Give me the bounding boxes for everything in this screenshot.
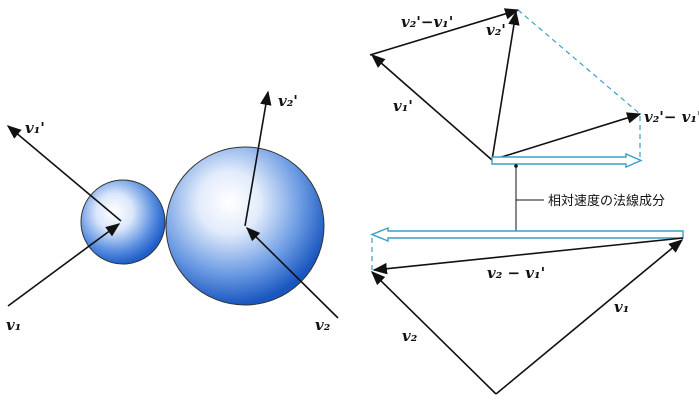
label-bottom-diff: v₂ − v₁' [487, 264, 545, 282]
bottom-diff-arrow [372, 237, 684, 275]
label-v1-prime-top: v₁' [393, 97, 413, 115]
v2-prime-top-arrow [491, 10, 520, 161]
label-v2-bottom: v₂ [402, 327, 418, 345]
annotation-label: 相対速度の法線成分 [548, 193, 665, 209]
label-v1-left: v₁ [6, 316, 21, 334]
v2-bottom-arrow [370, 270, 497, 395]
annotation-bracket [514, 164, 544, 236]
normal-component-arrow-bottom [370, 226, 684, 243]
v1-left-arrow [7, 223, 121, 307]
dashed-guide-top [517, 9, 641, 115]
v1-prime-top-arrow [370, 54, 493, 161]
label-v2-prime-top: v₂' [486, 21, 506, 39]
label-v1-bottom: v₁ [614, 298, 629, 316]
label-right-diff: v₂'− v₁' [644, 108, 699, 126]
label-v2-left: v₂ [315, 316, 331, 334]
label-top-diff: v₂'−v₁' [401, 13, 453, 31]
normal-component-arrow-top [491, 152, 643, 169]
v2-left-arrow [245, 226, 339, 319]
right-diff-arrow [491, 112, 642, 161]
top-diff-arrow [369, 8, 520, 56]
v1-bottom-arrow [495, 239, 684, 395]
label-v1-prime-left: v₁' [25, 119, 45, 137]
v2-prime-left-arrow [244, 90, 272, 227]
v1-prime-left-arrow [6, 125, 122, 222]
label-v2-prime-left: v₂' [278, 92, 298, 110]
ball-small [80, 179, 166, 265]
